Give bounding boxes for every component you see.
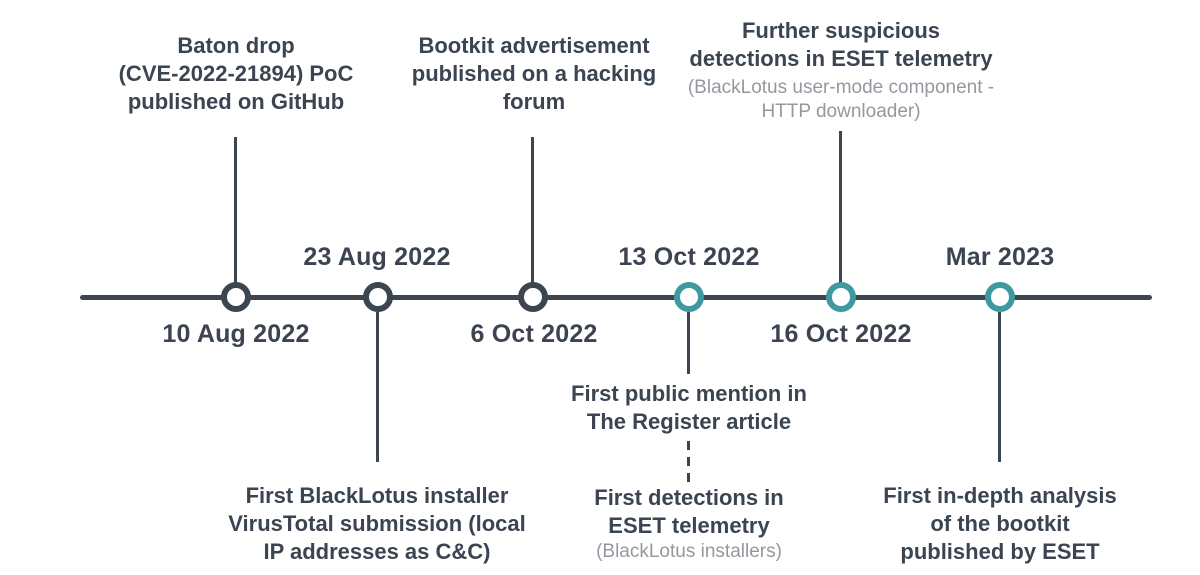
date-label-13-oct-2022: 13 Oct 2022 [618,243,760,271]
event-subtitle-blacklotus-installers: (BlackLotus installers) [596,541,782,562]
event-title-in-depth-analysis: First in-depth analysis of the bootkit p… [883,483,1117,564]
connector-up-event-5 [839,131,842,283]
connector-up-event-1 [234,137,237,283]
event-title-first-detections: First detections in ESET telemetry [594,485,784,538]
timeline-node-16-oct-2022 [826,282,856,312]
date-label-16-oct-2022: 16 Oct 2022 [770,320,912,348]
timeline-node-mar-2023 [985,282,1015,312]
event-title-bootkit-advertisement: Bootkit advertisement published on a hac… [411,33,657,114]
event-title-baton-drop-poc: Baton drop (CVE-2022-21894) PoC publishe… [118,33,354,114]
connector-down-event-2 [376,312,379,462]
event-subtitle-user-mode-component: (BlackLotus user-mode component - HTTP d… [687,77,995,122]
timeline-node-10-aug-2022 [221,282,251,312]
event-group-first-detections: First detections in ESET telemetry (Blac… [549,484,829,564]
timeline-node-6-oct-2022 [518,282,548,312]
date-label-6-oct-2022: 6 Oct 2022 [470,320,598,348]
date-label-23-aug-2022: 23 Aug 2022 [303,243,451,271]
event-title-further-suspicious-detections: Further suspicious detections in ESET te… [689,18,993,71]
event-title-virustotal-submission: First BlackLotus installer VirusTotal su… [228,483,526,564]
event-group-further-suspicious-detections: Further suspicious detections in ESET te… [671,17,1011,124]
timeline-axis [80,295,1152,300]
connector-down-event-6 [998,312,1001,462]
connector-dashed-event-4 [687,441,690,482]
connector-down-event-4 [687,312,690,374]
timeline-node-13-oct-2022 [674,282,704,312]
connector-up-event-3 [531,137,534,283]
timeline-node-23-aug-2022 [363,282,393,312]
date-label-10-aug-2022: 10 Aug 2022 [162,320,310,348]
event-title-first-public-mention: First public mention in The Register art… [571,381,807,434]
date-label-mar-2023: Mar 2023 [945,243,1055,271]
